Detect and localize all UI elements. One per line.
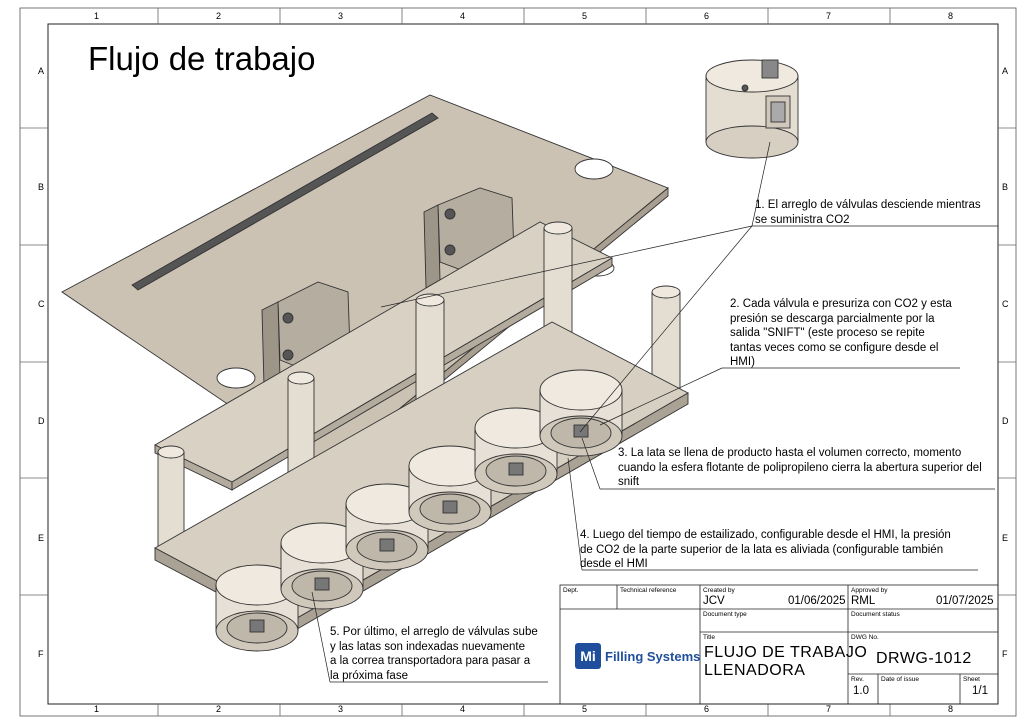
- note-5-line: 5. Por último, el arreglo de válvulas su…: [330, 626, 538, 638]
- logo-mark: Mi: [575, 643, 601, 669]
- note-3-line: 3. La lata se llena de producto hasta el…: [618, 447, 962, 459]
- note-1: 1. El arreglo de válvulas desciende mien…: [755, 198, 981, 227]
- note-2-line: tantas veces como se configure desde el: [730, 341, 939, 354]
- tb-sheet-label: Sheet: [963, 676, 980, 683]
- guide-pillar: [543, 227, 573, 339]
- zone-row-e-right: E: [1002, 533, 1009, 543]
- tb-rev: 1.0: [853, 685, 869, 697]
- note-4-line: desde el HMI: [580, 558, 648, 570]
- zone-row-a-right: A: [1002, 66, 1009, 76]
- zone-col-7-bottom: 7: [826, 704, 832, 714]
- zone-row-d-right: D: [1002, 416, 1009, 426]
- zone-row-c-right: C: [1002, 299, 1009, 309]
- zone-row-b: B: [38, 182, 45, 192]
- zone-row-e: E: [38, 533, 45, 543]
- zone-col-5: 5: [582, 11, 588, 21]
- note-4-line: 4. Luego del tiempo de estailizado, conf…: [580, 529, 951, 541]
- zone-col-4: 4: [460, 11, 466, 21]
- zone-col-2: 2: [216, 11, 222, 21]
- zone-col-1: 1: [94, 11, 100, 21]
- zone-col-5-bottom: 5: [582, 704, 588, 714]
- tb-title: FLUJO DE TRABAJO LLENADORA: [704, 644, 867, 680]
- tb-dwg-no-label: DWG No.: [851, 634, 879, 641]
- zone-col-6: 6: [704, 11, 710, 21]
- valve-heads: [215, 369, 623, 652]
- note-1-line: 1. El arreglo de válvulas desciende mien…: [755, 199, 981, 211]
- zone-row-b-right: B: [1002, 182, 1009, 192]
- zone-col-2-bottom: 2: [216, 704, 222, 714]
- guide-pillar: [651, 291, 681, 393]
- zone-col-1-bottom: 1: [94, 704, 100, 714]
- tb-technical-reference-label: Technical reference: [620, 587, 677, 594]
- zone-col-6-bottom: 6: [704, 704, 710, 714]
- note-2-line: presión se descarga parcialmente por la: [730, 312, 935, 325]
- company-logo: Mi Filling Systems: [575, 643, 700, 669]
- zone-ticks: [20, 8, 1016, 716]
- tb-dwg-no: DRWG-1012: [876, 650, 972, 667]
- note-2-line: 2. Cada válvula e presuriza con CO2 y es…: [730, 298, 952, 310]
- drawing-title: Flujo de trabajo: [88, 40, 316, 77]
- tb-sheet: 1/1: [972, 685, 988, 697]
- zone-col-8: 8: [948, 11, 954, 21]
- filler-assembly-illustration: [61, 59, 799, 652]
- zone-col-4-bottom: 4: [460, 704, 466, 714]
- zone-row-a: A: [38, 66, 45, 76]
- note-2-line: HMI): [730, 356, 755, 368]
- zone-col-3: 3: [338, 11, 344, 21]
- tb-created-by-label: Created by: [703, 587, 735, 594]
- tb-created-by: JCV: [703, 595, 725, 607]
- tb-document-status-label: Document status: [851, 611, 900, 618]
- note-5-line: a la correa transportadora para pasar a: [330, 655, 531, 667]
- leader-lines: [311, 141, 998, 683]
- tb-title-line: FLUJO DE TRABAJO: [704, 644, 868, 661]
- zone-col-3-bottom: 3: [338, 704, 344, 714]
- title-block-grid: [559, 584, 999, 705]
- note-5-line: y las latas son indexadas nuevamente: [330, 640, 525, 653]
- note-1-line: se suministra CO2: [755, 213, 850, 226]
- valve-detail-view: [705, 59, 799, 159]
- tb-approved-by-label: Approved by: [851, 587, 888, 594]
- note-4-line: de CO2 de la parte superior de la lata e…: [580, 543, 944, 556]
- zone-row-f-right: F: [1002, 649, 1008, 659]
- note-5-line: la próxima fase: [330, 669, 408, 682]
- tb-title-label: Title: [703, 634, 716, 641]
- note-2-line: salida "SNIFT" (este proceso se repite: [730, 327, 925, 339]
- tb-date-of-issue-label: Date of issue: [881, 676, 919, 683]
- tb-dept-label: Dept.: [563, 587, 579, 594]
- tb-created-date: 01/06/2025: [788, 595, 846, 607]
- tb-approved-by: RML: [851, 595, 876, 607]
- note-4: 4. Luego del tiempo de estailizado, conf…: [580, 528, 951, 572]
- note-5: 5. Por último, el arreglo de válvulas su…: [330, 625, 538, 683]
- zone-col-8-bottom: 8: [948, 704, 954, 714]
- zone-col-7: 7: [826, 11, 832, 21]
- zone-row-f: F: [38, 649, 44, 659]
- note-3-line: cuando la esfera flotante de polipropile…: [618, 461, 982, 474]
- logo-text: Filling Systems: [605, 648, 701, 664]
- tb-document-type-label: Document type: [703, 611, 747, 618]
- tb-title-line: LLENADORA: [704, 662, 806, 679]
- tb-approved-date: 01/07/2025: [936, 595, 994, 607]
- note-3: 3. La lata se llena de producto hasta el…: [618, 446, 982, 490]
- tb-rev-label: Rev.: [851, 676, 864, 683]
- zone-row-c: C: [38, 299, 45, 309]
- note-3-line: snift: [618, 476, 640, 488]
- zone-row-d: D: [38, 416, 45, 426]
- note-2: 2. Cada válvula e presuriza con CO2 y es…: [730, 297, 952, 370]
